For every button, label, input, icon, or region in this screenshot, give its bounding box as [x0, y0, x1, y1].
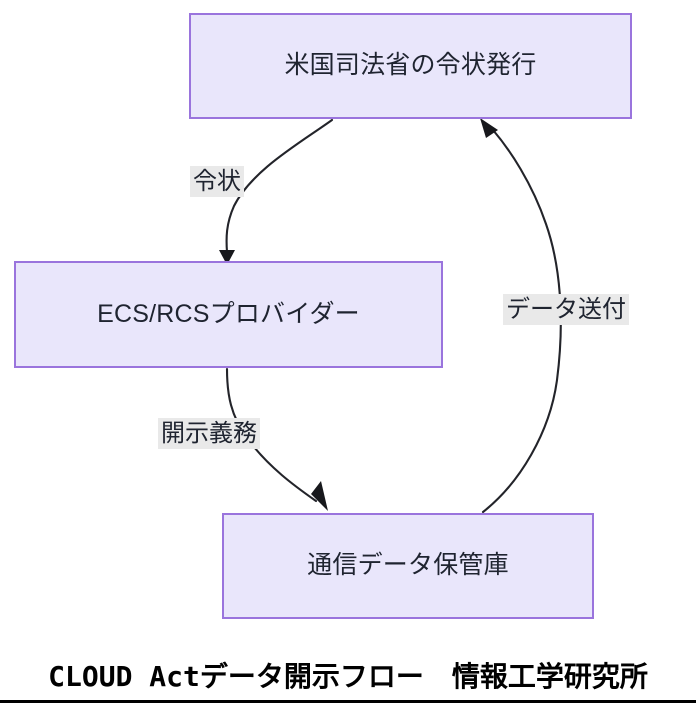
edge-label-data-transfer: データ送付	[503, 294, 629, 326]
edge-disclosure-arrowhead	[311, 481, 328, 511]
node-ecs-rcs-provider[interactable]: ECS/RCSプロバイダー	[14, 261, 443, 368]
node-storage-label: 通信データ保管庫	[307, 551, 509, 580]
edge-transfer-arrowhead	[480, 118, 498, 138]
edge-label-warrant: 令状	[190, 166, 244, 198]
node-communication-data-store[interactable]: 通信データ保管庫	[222, 513, 594, 619]
node-doj-label: 米国司法省の令状発行	[284, 51, 537, 80]
footer-caption-text: CLOUD Actデータ開示フロー 情報工学研究所	[48, 660, 648, 693]
footer-divider-rule	[0, 700, 696, 703]
node-doj-warrant-issuance[interactable]: 米国司法省の令状発行	[189, 13, 632, 119]
node-provider-label: ECS/RCSプロバイダー	[97, 299, 360, 328]
footer-caption: CLOUD Actデータ開示フロー 情報工学研究所	[0, 655, 696, 716]
edge-label-disclosure: 開示義務	[158, 418, 260, 450]
